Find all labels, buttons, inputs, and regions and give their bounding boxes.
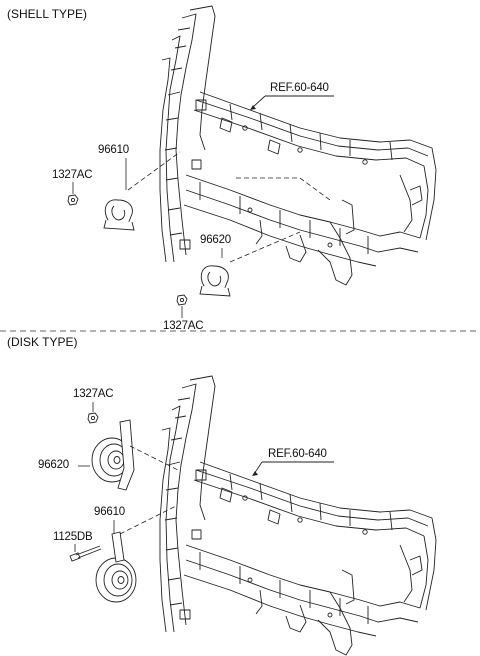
horn-96610-shell (103, 199, 135, 231)
horn-96620-shell (199, 265, 231, 297)
ref-label-shell: REF.60-640 (270, 82, 329, 94)
shell-type-drawing (67, 5, 437, 318)
horn-96620-disk (91, 419, 135, 491)
nut-1327ac-shell-a (67, 194, 79, 206)
disk-type-drawing (69, 375, 437, 656)
nut-1327ac-disk (87, 412, 99, 424)
nut-1327ac-shell-b (176, 294, 188, 306)
part-number-96620-shell: 96620 (200, 234, 231, 246)
part-number-1327ac-shell-b: 1327AC (163, 320, 204, 332)
front-end-module-disk (159, 375, 437, 656)
ref-label-disk: REF.60-640 (268, 448, 327, 460)
bolt-1125db (69, 545, 102, 562)
horn-96610-disk (95, 531, 137, 603)
part-number-96610-disk: 96610 (94, 506, 125, 518)
part-number-96610-shell: 96610 (98, 144, 129, 156)
part-number-1327ac-shell-a: 1327AC (52, 169, 93, 181)
part-number-1125db: 1125DB (53, 531, 93, 543)
section-title-disk: (DISK TYPE) (7, 335, 78, 349)
part-number-96620-disk: 96620 (38, 459, 69, 471)
part-number-1327ac-disk: 1327AC (73, 388, 114, 400)
section-title-shell: (SHELL TYPE) (7, 7, 88, 21)
